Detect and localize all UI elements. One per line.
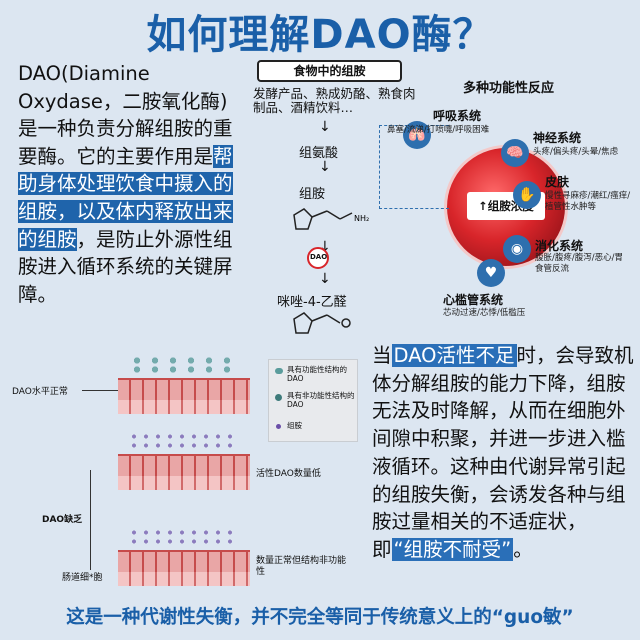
intro-paragraph: DAO(Diamine Oxydase，二胺氧化酶)是一种负责分解组胺的重要酶。… <box>18 60 240 308</box>
right-highlight-2: “组胺不耐受” <box>391 537 514 561</box>
functional-dao-icon <box>275 368 283 374</box>
digestive-symptoms: 腹胀/腹疼/腹泻/恶心/胃食管反流 <box>535 253 623 274</box>
nonfunctional-dao-icon <box>275 394 282 401</box>
digestive-title: 消化系统 <box>535 239 584 253</box>
arrow-down-icon-2: ↓ <box>319 159 331 175</box>
arrow-down-icon: ↓ <box>319 119 331 135</box>
respiratory-title: 呼吸系统 <box>433 109 482 123</box>
histidine-label: 组氨酸 <box>299 146 339 161</box>
product-label: 咪唑-4-乙醛 <box>277 295 347 310</box>
lung-icon: 🫁 <box>403 121 431 149</box>
deficiency-label: DAO缺乏 <box>42 515 83 525</box>
right-text-3: 。 <box>513 537 533 561</box>
dao-inhibit-label: DAO <box>310 253 328 261</box>
page-title: 如何理解DAO酶？ <box>146 12 494 58</box>
intestine-label: 肠道细*胞 <box>62 573 103 583</box>
arrow-down-icon-4: ↓ <box>319 271 331 287</box>
deficiency-bracket <box>90 470 91 570</box>
histamine-dots-2 <box>128 528 238 546</box>
normal-label: DAO水平正常 <box>12 387 68 397</box>
histamine-structure-icon: NH₂ <box>293 208 369 230</box>
intro-text-2: ，是防止外源性组胺进入循环系统的关键屏障。 <box>18 227 233 306</box>
normal-cells-base <box>118 400 250 414</box>
reactions-title: 多种功能性反应 <box>463 81 555 96</box>
histamine-diagram: 食物中的组胺 发酵产品、熟成奶酪、熟食肉制品、酒精饮料… ↓ 组氨酸 ↓ 组胺 … <box>247 55 637 355</box>
low-cells <box>118 454 250 476</box>
heart-icon: ♥ <box>477 259 505 287</box>
legend-box: 具有功能性结构的DAO 具有非功能性结构的DAO 组胺 <box>268 359 358 442</box>
brain-icon: 🧠 <box>501 139 529 167</box>
cardio-symptoms: 芯动过速/芯悸/低槛压 <box>443 308 526 318</box>
histamine-label: 组胺 <box>299 187 326 202</box>
imidazole-structure-icon <box>293 312 351 334</box>
legend-nonfunctional: 具有非功能性结构的DAO <box>287 391 355 409</box>
arrow-down-icon-3: ↓ <box>319 239 331 255</box>
normal-cells <box>118 378 250 400</box>
low-cells-base <box>118 476 250 490</box>
right-text-1: 当 <box>372 344 392 367</box>
food-list: 发酵产品、熟成奶酪、熟食肉制品、酒精饮料… <box>253 86 416 115</box>
nonfunctional-cells <box>118 550 250 572</box>
low-active-label: 活性DAO数量低 <box>256 469 321 479</box>
skin-title: 皮肤 <box>545 175 570 189</box>
right-highlight-1: DAO活性不足 <box>391 344 517 367</box>
right-text-2: 时，会导致机体分解组胺的能力下降，组胺无法及时降解，从而在细胞外间隙中积聚，并进… <box>372 344 634 561</box>
intro-text-1: DAO(Diamine Oxydase，二胺氧化酶)是一种负责分解组胺的重要酶。… <box>18 62 233 168</box>
nervous-title: 神经系统 <box>533 131 582 145</box>
stomach-icon: ◉ <box>503 235 531 263</box>
histamine-icon <box>276 424 281 429</box>
food-box: 食物中的组胺 <box>257 60 402 82</box>
respiratory-symptoms: 鼻塞/流涕/打喷嚏/呼吸困难 <box>387 125 490 135</box>
normal-pointer <box>82 390 118 391</box>
svg-text:NH₂: NH₂ <box>354 214 369 223</box>
nonfunctional-label: 数量正常但结构非功能性 <box>256 556 347 577</box>
nervous-symptoms: 头疼/偏头疼/头晕/焦虑 <box>533 147 619 157</box>
legend-functional: 具有功能性结构的DAO <box>287 365 347 383</box>
skin-icon: ✋ <box>513 181 541 209</box>
cardio-title: 心槛管系统 <box>443 293 504 307</box>
functional-dao-dots <box>128 356 238 374</box>
histamine-dots-1 <box>128 432 238 450</box>
skin-symptoms: 慢性寻麻疹/潮红/瘙痒/植管性水肿等 <box>545 191 631 212</box>
legend-histamine: 组胺 <box>287 421 302 430</box>
nonfunctional-cells-base <box>118 572 250 586</box>
footer-note: 这是一种代谢性失衡，并不完全等同于传统意义上的“guo敏” <box>66 607 574 628</box>
dao-inhibit-icon: DAO <box>307 247 329 269</box>
